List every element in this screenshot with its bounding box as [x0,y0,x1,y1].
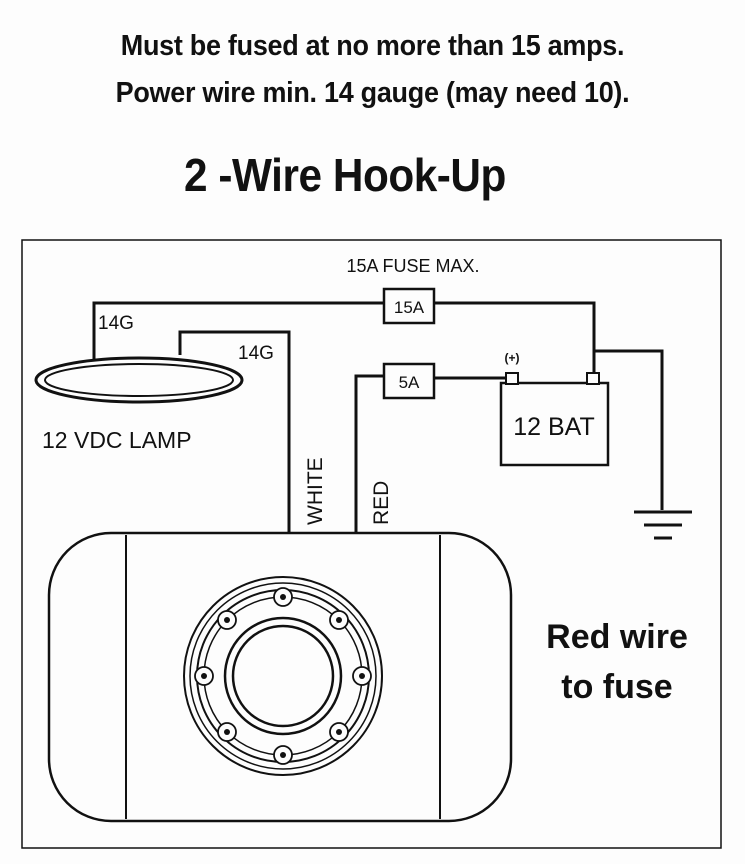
wire-white [178,330,291,533]
fuse-15a [382,287,436,325]
fuse-15a-label: 15A [394,298,425,317]
ground-symbol [634,510,692,540]
wire-5a-to-positive [434,376,514,380]
fuse-5a [382,362,436,400]
page-title: 2 -Wire Hook-Up [184,149,506,201]
wire-gauge-lamp-label: 14G [238,343,274,364]
battery [499,381,610,467]
sending-unit [183,576,383,776]
red-wire-label: RED [370,481,393,525]
fuse-max-label: 15A FUSE MAX. [346,256,479,276]
battery-negative-terminal [586,372,600,385]
wire-red [354,374,384,533]
battery-positive-terminal [505,372,519,385]
wire-ground [594,349,664,510]
note-line-1: Red wire [546,618,688,656]
header-line-1: Must be fused at no more than 15 amps. [120,30,625,62]
battery-positive-label: (+) [505,351,520,365]
wire-14g-top [92,301,384,360]
diagram-frame [21,239,722,849]
wire-gauge-top-label: 14G [98,313,134,334]
header-line-2: Power wire min. 14 gauge (may need 10). [115,77,630,109]
wire-15a-to-battery [434,301,596,376]
white-wire-label: WHITE [304,457,327,525]
note-line-2: to fuse [561,668,672,706]
fuse-5a-label: 5A [399,373,420,392]
lamp [34,356,244,404]
lamp-label: 12 VDC LAMP [42,427,192,453]
battery-label: 12 BAT [513,413,595,441]
